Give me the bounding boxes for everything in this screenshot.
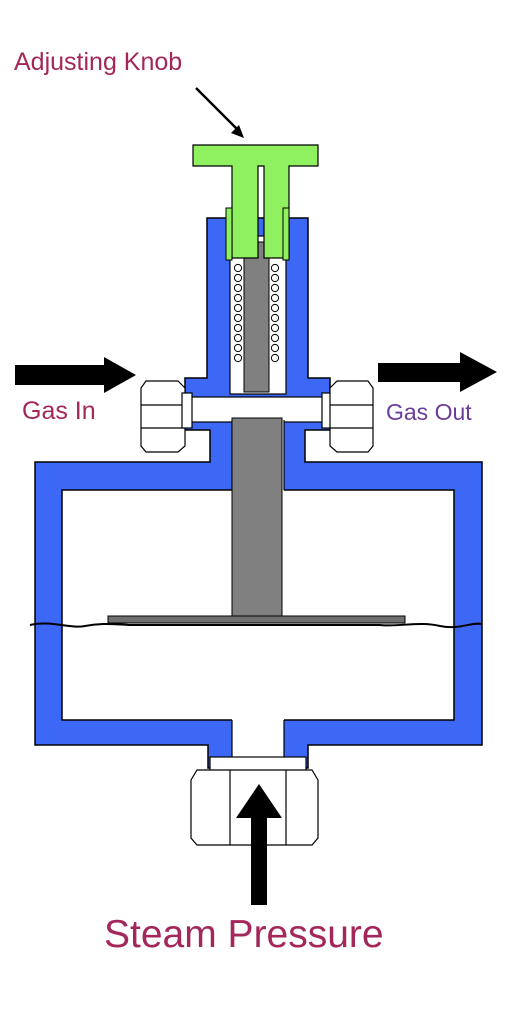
right-spring: [270, 263, 280, 363]
steam-pressure-arrow: [236, 784, 282, 905]
gas-out-label: Gas Out: [386, 399, 472, 425]
gas-in-arrow: [15, 357, 136, 393]
valve-stem-upper: [243, 241, 270, 393]
right-hex-fitting: [321, 380, 374, 453]
valve-stem-lower: [231, 417, 283, 619]
left-hex-fitting: [140, 380, 193, 453]
gas-in-label: Gas In: [22, 397, 96, 425]
gas-out-arrow: [378, 352, 497, 392]
adjusting-knob-label: Adjusting Knob: [14, 48, 183, 76]
diaphragm-plate: [107, 615, 406, 624]
left-spring: [233, 263, 243, 363]
steam-pressure-label: Steam Pressure: [104, 913, 384, 956]
knob-pointer-arrow: [195, 87, 244, 138]
diaphragm: [29, 622, 483, 629]
